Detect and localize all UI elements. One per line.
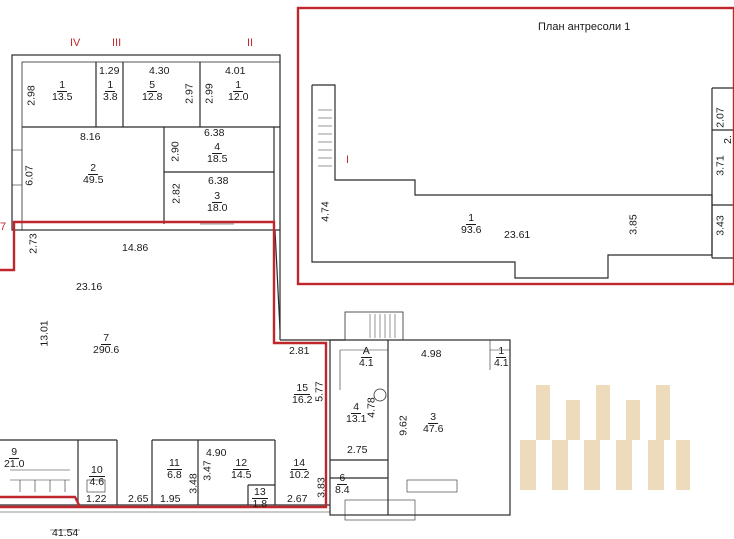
dimension-label: 2.97 xyxy=(183,83,196,104)
dimension-label: 4.30 xyxy=(149,65,170,77)
dimension-label: 2.67 xyxy=(287,493,308,505)
dimension-label: 13.01 xyxy=(38,320,51,347)
dimension-label: 3.47 xyxy=(201,460,214,481)
mezzanine-title: План антресоли 1 xyxy=(538,21,631,33)
dimension-label: 4.74 xyxy=(319,201,332,222)
dimension-label: 41.54 xyxy=(52,527,79,539)
dimension-label: 3.43 xyxy=(714,215,727,236)
dimension-label: 4.01 xyxy=(225,65,246,77)
dimension-label: 2.81 xyxy=(289,345,310,357)
dimension-label: 14.86 xyxy=(122,242,149,254)
dimension-label: 8.16 xyxy=(80,131,101,143)
dimension-label: 3.83 xyxy=(315,477,328,498)
dimension-label: 23.61 xyxy=(504,229,531,241)
dimension-label: 3.71 xyxy=(714,155,727,176)
dimension-label: 2.90 xyxy=(169,141,182,162)
dimension-label: 6.38 xyxy=(208,175,229,187)
axis-iv-label: IV xyxy=(70,37,81,49)
axis-vii-label: 7 xyxy=(0,221,7,233)
dimension-label: 1.29 xyxy=(99,65,120,77)
watermark-logo xyxy=(520,385,690,490)
dimension-label: 2.75 xyxy=(347,444,368,456)
dimension-label: 3.48 xyxy=(187,473,200,494)
dimension-label: 2.82 xyxy=(170,183,183,204)
axis-iii-label: III xyxy=(112,37,122,49)
dimension-label: 1.22 xyxy=(86,493,107,505)
dimension-label: 2.07 xyxy=(714,107,727,128)
leased-area-outline xyxy=(0,220,328,509)
dimension-label: 6.07 xyxy=(23,165,36,186)
axis-i-label: I xyxy=(346,154,350,166)
dimension-label: 6.38 xyxy=(204,127,225,139)
dimension-label: 23.16 xyxy=(76,281,103,293)
axis-ii-label: II xyxy=(247,37,254,49)
dimension-label: 5.77 xyxy=(313,381,326,402)
dimension-label: 4.90 xyxy=(206,447,227,459)
dimension-label: 4.98 xyxy=(421,348,442,360)
dimension-label: 2.73 xyxy=(27,233,40,254)
dimension-label: 2.65 xyxy=(128,493,149,505)
mezzanine-outline xyxy=(296,6,734,286)
dimension-label: 9.62 xyxy=(397,415,410,436)
dimension-label: 3.85 xyxy=(627,214,640,235)
dimension-label: 2.98 xyxy=(25,85,38,106)
dimension-label: 2. xyxy=(721,135,734,144)
dimension-label: 1.95 xyxy=(160,493,181,505)
dimension-label: 2.99 xyxy=(203,83,216,104)
dimension-label: 4.78 xyxy=(365,397,378,418)
